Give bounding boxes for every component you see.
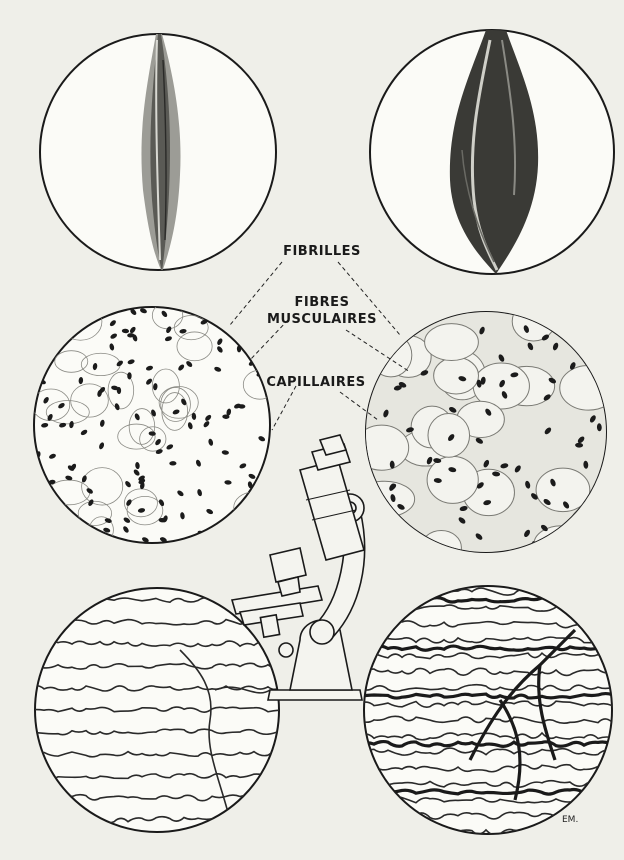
nucleus (578, 338, 587, 347)
nucleus (251, 327, 259, 334)
circle-cross-section-left (32, 302, 276, 548)
fibre-cell (428, 414, 470, 458)
circle-capillaries-dense (360, 586, 624, 835)
nucleus (38, 363, 45, 371)
nucleus (579, 333, 588, 342)
nucleus (39, 530, 46, 535)
label-fibrilles: FIBRILLES (283, 244, 361, 259)
fibre-cell (434, 357, 479, 394)
nucleus (54, 512, 62, 519)
circle-capillaries-sparse (30, 588, 296, 832)
nucleus (560, 536, 569, 543)
nucleus (368, 364, 374, 373)
nucleus (366, 359, 375, 366)
nucleus (39, 342, 47, 350)
nucleus (53, 339, 60, 347)
nucleus (36, 310, 44, 318)
circle-cross-section-right (355, 299, 620, 565)
nucleus (228, 537, 235, 545)
circle-fibre-thick (370, 30, 614, 274)
circle-fibril-thin (40, 34, 276, 272)
nucleus (582, 318, 590, 327)
fibre-cell (560, 365, 618, 410)
nucleus (595, 373, 601, 382)
nucleus (372, 361, 381, 370)
fibre-cell (421, 530, 461, 564)
label-fibres-line2: MUSCULAIRES (267, 312, 377, 327)
nucleus (57, 337, 62, 344)
label-fibres-line1: FIBRES (295, 295, 350, 310)
nucleus (591, 330, 599, 339)
nucleus (41, 335, 49, 343)
nucleus (44, 325, 49, 332)
cell-outline (63, 525, 96, 549)
nucleus (53, 530, 61, 538)
fibre-cell (425, 324, 479, 361)
nucleus (238, 325, 244, 333)
nucleus (592, 352, 599, 361)
fibre-cell (566, 299, 612, 338)
nucleus (371, 497, 376, 505)
label-capillaires: CAPILLAIRES (266, 375, 365, 390)
cell-outline (234, 492, 273, 524)
nucleus (90, 307, 95, 314)
nucleus (54, 339, 62, 346)
nucleus (540, 317, 549, 325)
artist-signature: EM. (562, 815, 578, 825)
fibre-cell (355, 425, 409, 470)
nucleus (56, 308, 63, 313)
fibre-cell (370, 333, 412, 376)
nucleus (127, 372, 131, 379)
fibre-cell (534, 526, 589, 563)
nucleus (57, 327, 65, 335)
